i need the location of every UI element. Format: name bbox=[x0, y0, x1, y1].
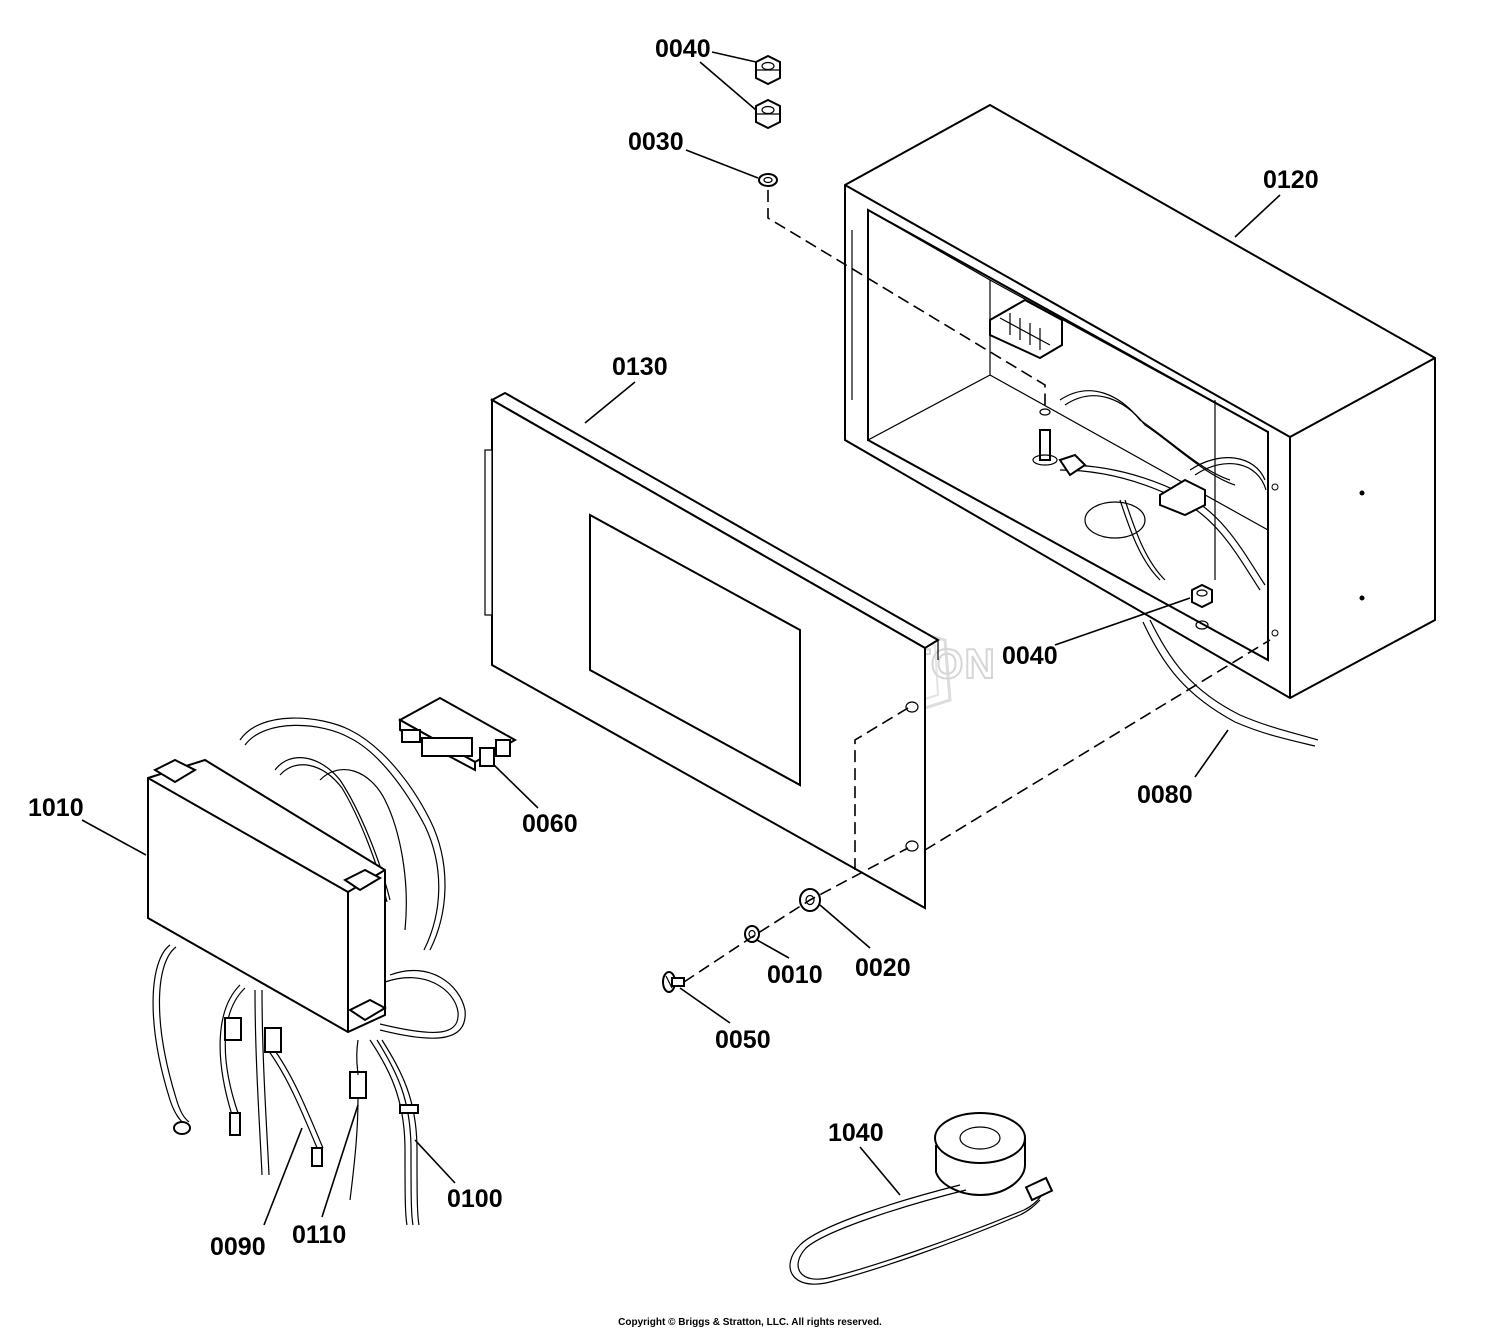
front-panel bbox=[484, 391, 940, 910]
wire-harness-0080 bbox=[1142, 619, 1319, 747]
label-0100: 0100 bbox=[447, 1185, 503, 1213]
label-0040-mid: 0040 bbox=[1002, 642, 1058, 670]
label-0010: 0010 bbox=[767, 961, 823, 989]
label-0020: 0020 bbox=[855, 954, 911, 982]
nut-0040-top bbox=[755, 54, 781, 86]
label-0120: 0120 bbox=[1263, 166, 1319, 194]
hardware bbox=[662, 54, 821, 993]
screw-0050 bbox=[662, 971, 685, 993]
label-0050: 0050 bbox=[715, 1026, 771, 1054]
label-0080: 0080 bbox=[1137, 781, 1193, 809]
current-transformer bbox=[789, 1112, 1054, 1285]
part-labels: 0040 0030 0120 0130 0040 0080 1010 0060 … bbox=[28, 35, 1319, 1261]
enclosure-box bbox=[844, 103, 1436, 700]
circuit-board bbox=[397, 696, 518, 772]
assembly-lines bbox=[683, 190, 1271, 983]
label-0060: 0060 bbox=[522, 810, 578, 838]
label-1040: 1040 bbox=[828, 1119, 884, 1147]
label-0030: 0030 bbox=[628, 128, 684, 156]
copyright-notice: Copyright © Briggs & Stratton, LLC. All … bbox=[618, 1317, 882, 1328]
label-0040-top: 0040 bbox=[655, 35, 711, 63]
leader-lines bbox=[81, 51, 1281, 1226]
label-0130: 0130 bbox=[612, 353, 668, 381]
lock-washer-0030 bbox=[758, 173, 778, 187]
label-1010: 1010 bbox=[28, 794, 84, 822]
controller-module bbox=[147, 717, 466, 1226]
nut-0040-second bbox=[755, 98, 781, 130]
label-0090: 0090 bbox=[210, 1233, 266, 1261]
label-0110: 0110 bbox=[292, 1221, 346, 1249]
